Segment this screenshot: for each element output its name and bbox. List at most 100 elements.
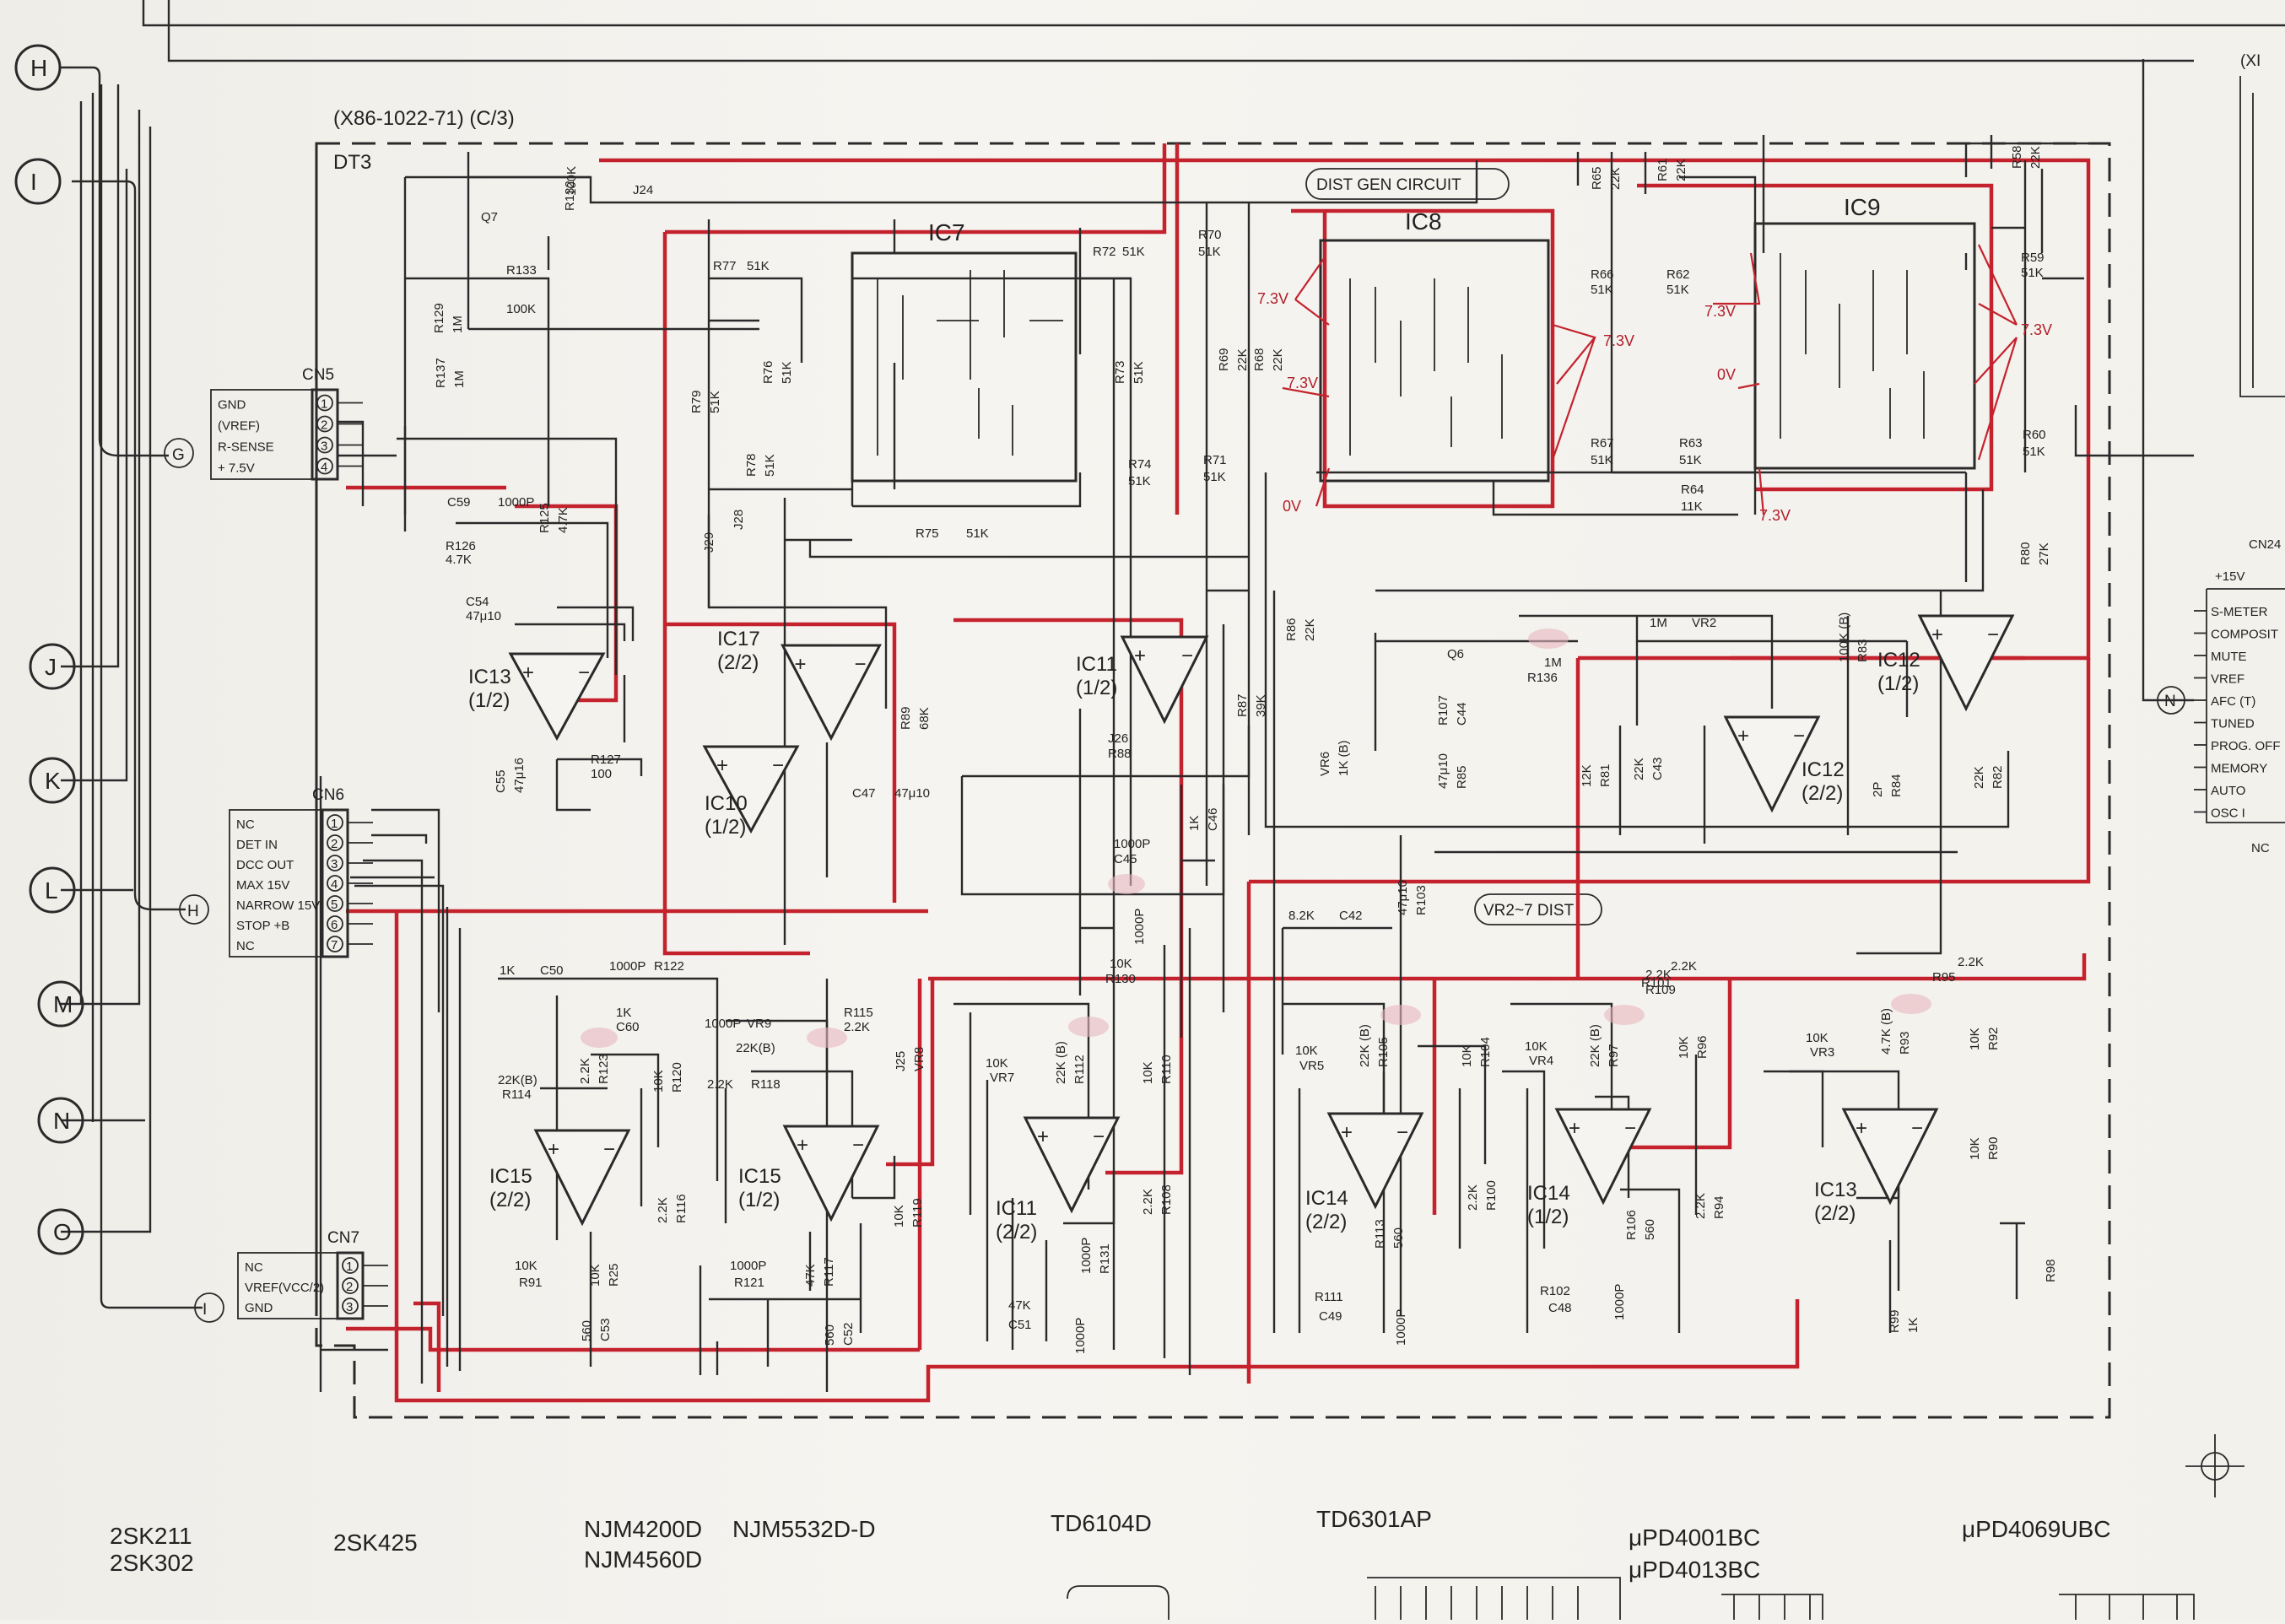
component-label: 51K: [966, 526, 989, 541]
component-label: C60: [616, 1020, 640, 1034]
component-label: 22K: [1674, 159, 1688, 181]
component-label: R58: [2010, 145, 2024, 169]
component-label: 2.2K: [578, 1058, 592, 1084]
bus-node: [179, 894, 209, 925]
component-label: 22K: [1632, 758, 1646, 780]
bus-node: [164, 438, 194, 468]
component-label: VR6: [1318, 752, 1332, 776]
cn5-pin: [316, 394, 333, 412]
component-label: R61: [1656, 158, 1670, 181]
component-label: R137: [434, 358, 448, 388]
cn5-pin-number: 4: [321, 461, 327, 475]
cn5-pin-number: 2: [321, 418, 327, 433]
ic10-name: IC10: [705, 792, 748, 815]
ic14a-name: IC14: [1527, 1182, 1570, 1205]
component-label: R84: [1889, 774, 1904, 797]
ic12b-part: (2/2): [1802, 782, 1843, 805]
component-label: R123: [597, 1054, 611, 1084]
component-label: R132: [563, 181, 577, 211]
component-label: 10K: [1677, 1036, 1691, 1059]
cn7-name: CN7: [327, 1229, 359, 1247]
component-label: R125: [537, 503, 552, 533]
cn6-pin-number: 5: [331, 898, 338, 912]
cn6-pin: [327, 875, 343, 892]
part-name: NJM4560D: [584, 1546, 702, 1573]
ic8-label: IC8: [1405, 208, 1442, 235]
component-label: 51K: [1679, 453, 1702, 467]
component-label: C44: [1455, 702, 1469, 726]
component-label: 51K: [1591, 283, 1613, 297]
node-o-label: O: [53, 1219, 72, 1245]
component-label: R94: [1712, 1195, 1726, 1219]
op-amp-symbol: [1326, 1112, 1424, 1210]
component-label: 68K: [917, 707, 932, 730]
cn5-pin-number: 3: [321, 440, 327, 454]
ic15a-name: IC15: [738, 1165, 781, 1188]
cn24-item: MUTE: [2211, 650, 2247, 664]
component-label: R119: [910, 1198, 925, 1227]
component-label: 10K: [986, 1056, 1008, 1071]
cn24-item: PROG. OFF: [2211, 739, 2281, 753]
component-label: R81: [1598, 763, 1612, 787]
component-label: 2.2K: [1958, 955, 1984, 969]
ic11a-part: (1/2): [1076, 677, 1117, 699]
cn5-pin: [316, 436, 333, 454]
plus-sign: +: [522, 661, 534, 684]
component-label: 2.2K: [656, 1197, 670, 1223]
voltage-label: 0V: [1283, 498, 1301, 515]
cn24-label: CN24: [2249, 537, 2281, 552]
part-name: TD6301AP: [1316, 1506, 1432, 1532]
component-label: 22K: [1303, 618, 1317, 641]
cn6-pin-number: 4: [331, 877, 338, 892]
ic7-label: IC7: [928, 219, 965, 245]
component-label: 27K: [2037, 542, 2051, 565]
board-outline: [315, 142, 2111, 1419]
component-label: R62: [1666, 267, 1690, 282]
component-label: 1K: [1187, 816, 1202, 831]
cn6-pin-label: NARROW 15V: [236, 898, 320, 913]
cn24-nc: NC: [2251, 841, 2270, 855]
component-label: R97: [1607, 1044, 1621, 1067]
component-label: 22K: [1972, 766, 1986, 789]
component-label: R64: [1681, 483, 1704, 497]
cn6-pin: [327, 814, 343, 831]
component-label: 1000P: [1612, 1284, 1627, 1320]
component-label: R93: [1898, 1031, 1912, 1055]
node-n-label: N: [53, 1108, 70, 1134]
component-label: R98: [2044, 1259, 2058, 1282]
cn7-pin-number: 1: [346, 1260, 353, 1274]
component-label: R80: [2018, 542, 2033, 565]
component-label: R92: [1986, 1027, 2001, 1050]
node-circle: [37, 1097, 84, 1144]
minus-sign: −: [1793, 725, 1805, 747]
node-j-label: J: [45, 654, 57, 680]
cn24-item: AFC (T): [2211, 694, 2255, 709]
ic11b-part: (2/2): [996, 1221, 1037, 1244]
voltage-label: 7.3V: [1287, 375, 1318, 391]
cn24-item: MEMORY: [2211, 762, 2267, 776]
component-label: R129: [432, 303, 446, 333]
component-label: VR7: [990, 1071, 1014, 1085]
ic17-name: IC17: [717, 628, 760, 650]
component-label: 11K: [1681, 499, 1703, 514]
component-label: R117: [822, 1257, 836, 1287]
cn24-item: OSC I: [2211, 807, 2245, 821]
component-label: R103: [1414, 885, 1429, 915]
component-label: R100: [1484, 1180, 1499, 1211]
cn7-pin-label: VREF(VCC/2): [245, 1281, 324, 1295]
ic14b-part: (2/2): [1305, 1211, 1347, 1233]
component-label: R108: [1159, 1184, 1174, 1215]
cn6-pin-number: 6: [331, 918, 338, 932]
component-label: 1000P: [1394, 1309, 1408, 1346]
plus-sign: +: [1037, 1125, 1049, 1148]
cn6-pin-label: DET IN: [236, 838, 278, 852]
component-label: R131: [1098, 1244, 1112, 1274]
cn5-name: CN5: [302, 366, 334, 384]
minus-sign: −: [578, 661, 590, 684]
component-label: J24: [633, 183, 653, 197]
component-label: VR2: [1692, 616, 1716, 630]
component-label: R74: [1128, 457, 1152, 472]
component-label: R87: [1235, 693, 1250, 717]
op-amp-symbol: [781, 644, 882, 742]
